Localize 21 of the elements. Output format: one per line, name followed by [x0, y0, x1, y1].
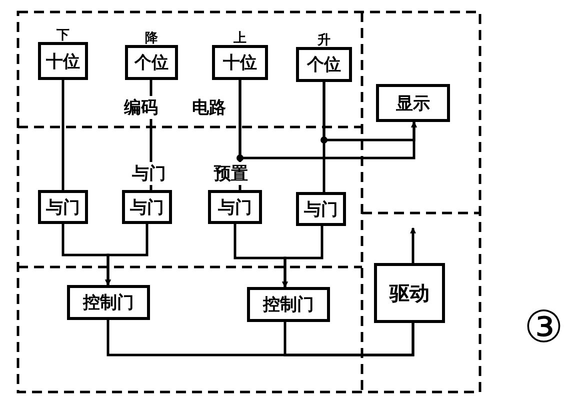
connector-line — [284, 322, 414, 356]
connector-line — [62, 80, 64, 190]
connector-line — [105, 224, 148, 286]
connector-line — [410, 227, 416, 263]
connector-line — [238, 80, 417, 160]
display-box: 显示 — [376, 84, 450, 122]
position-label: 上 — [232, 30, 248, 47]
preset-label: 预置 — [212, 162, 250, 185]
position-label: 升 — [316, 32, 332, 49]
and-gate-box: 与门 — [122, 190, 172, 224]
and-gate-box: 与门 — [38, 190, 88, 224]
position-label: 降 — [144, 30, 159, 47]
and-gate-box: 与门 — [208, 190, 262, 224]
control-gate-box: 控制门 — [67, 285, 150, 320]
position-label: 下 — [56, 27, 70, 44]
driver-box: 驱动 — [374, 263, 445, 323]
connector-line — [322, 82, 417, 142]
connector-line — [282, 226, 324, 288]
and-gate-box: 与门 — [296, 192, 346, 226]
circuit-label: 编码 电路 — [122, 96, 228, 119]
control-gate-box: 控制门 — [247, 287, 330, 322]
